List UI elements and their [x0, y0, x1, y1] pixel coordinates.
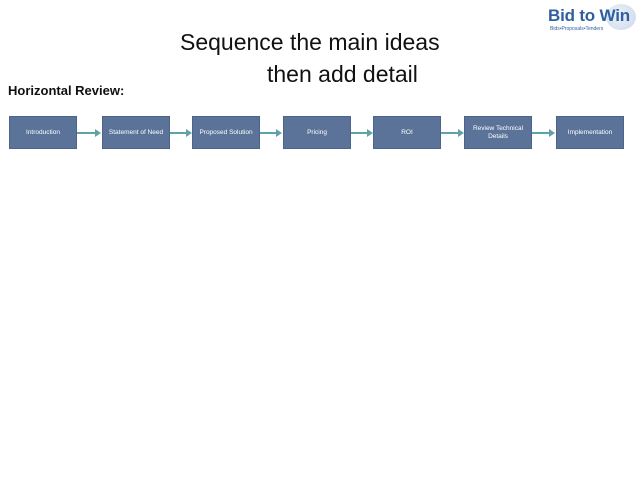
logo-tagline: Bids•Proposals•Tenders	[550, 26, 604, 32]
title-line-1: Sequence the main ideas	[180, 29, 440, 55]
flow-arrow	[532, 129, 555, 137]
logo-word-win: Win	[599, 6, 631, 25]
title-line-2: then add detail	[267, 61, 418, 87]
step-statement-of-need: Statement of Need	[102, 116, 170, 149]
step-introduction: Introduction	[9, 116, 77, 149]
step-pricing: Pricing	[283, 116, 351, 149]
flow-arrow	[441, 129, 464, 137]
step-proposed-solution: Proposed Solution	[192, 116, 260, 149]
section-heading: Horizontal Review:	[8, 83, 125, 98]
bid-to-win-logo: Bid to Win Bids•Proposals•Tenders	[548, 4, 636, 42]
flow-arrow	[77, 129, 101, 137]
logo-word-to: to	[574, 6, 600, 25]
flow-arrow	[260, 129, 282, 137]
flow-arrow	[351, 129, 373, 137]
step-roi: ROI	[373, 116, 441, 149]
logo-wordmark: Bid to Win	[548, 6, 630, 26]
logo-word-bid: Bid	[548, 6, 575, 25]
flow-arrow	[170, 129, 192, 137]
step-review-technical-details: Review Technical Details	[464, 116, 532, 149]
step-implementation: Implementation	[556, 116, 624, 149]
logo-swoosh-icon	[606, 4, 636, 30]
